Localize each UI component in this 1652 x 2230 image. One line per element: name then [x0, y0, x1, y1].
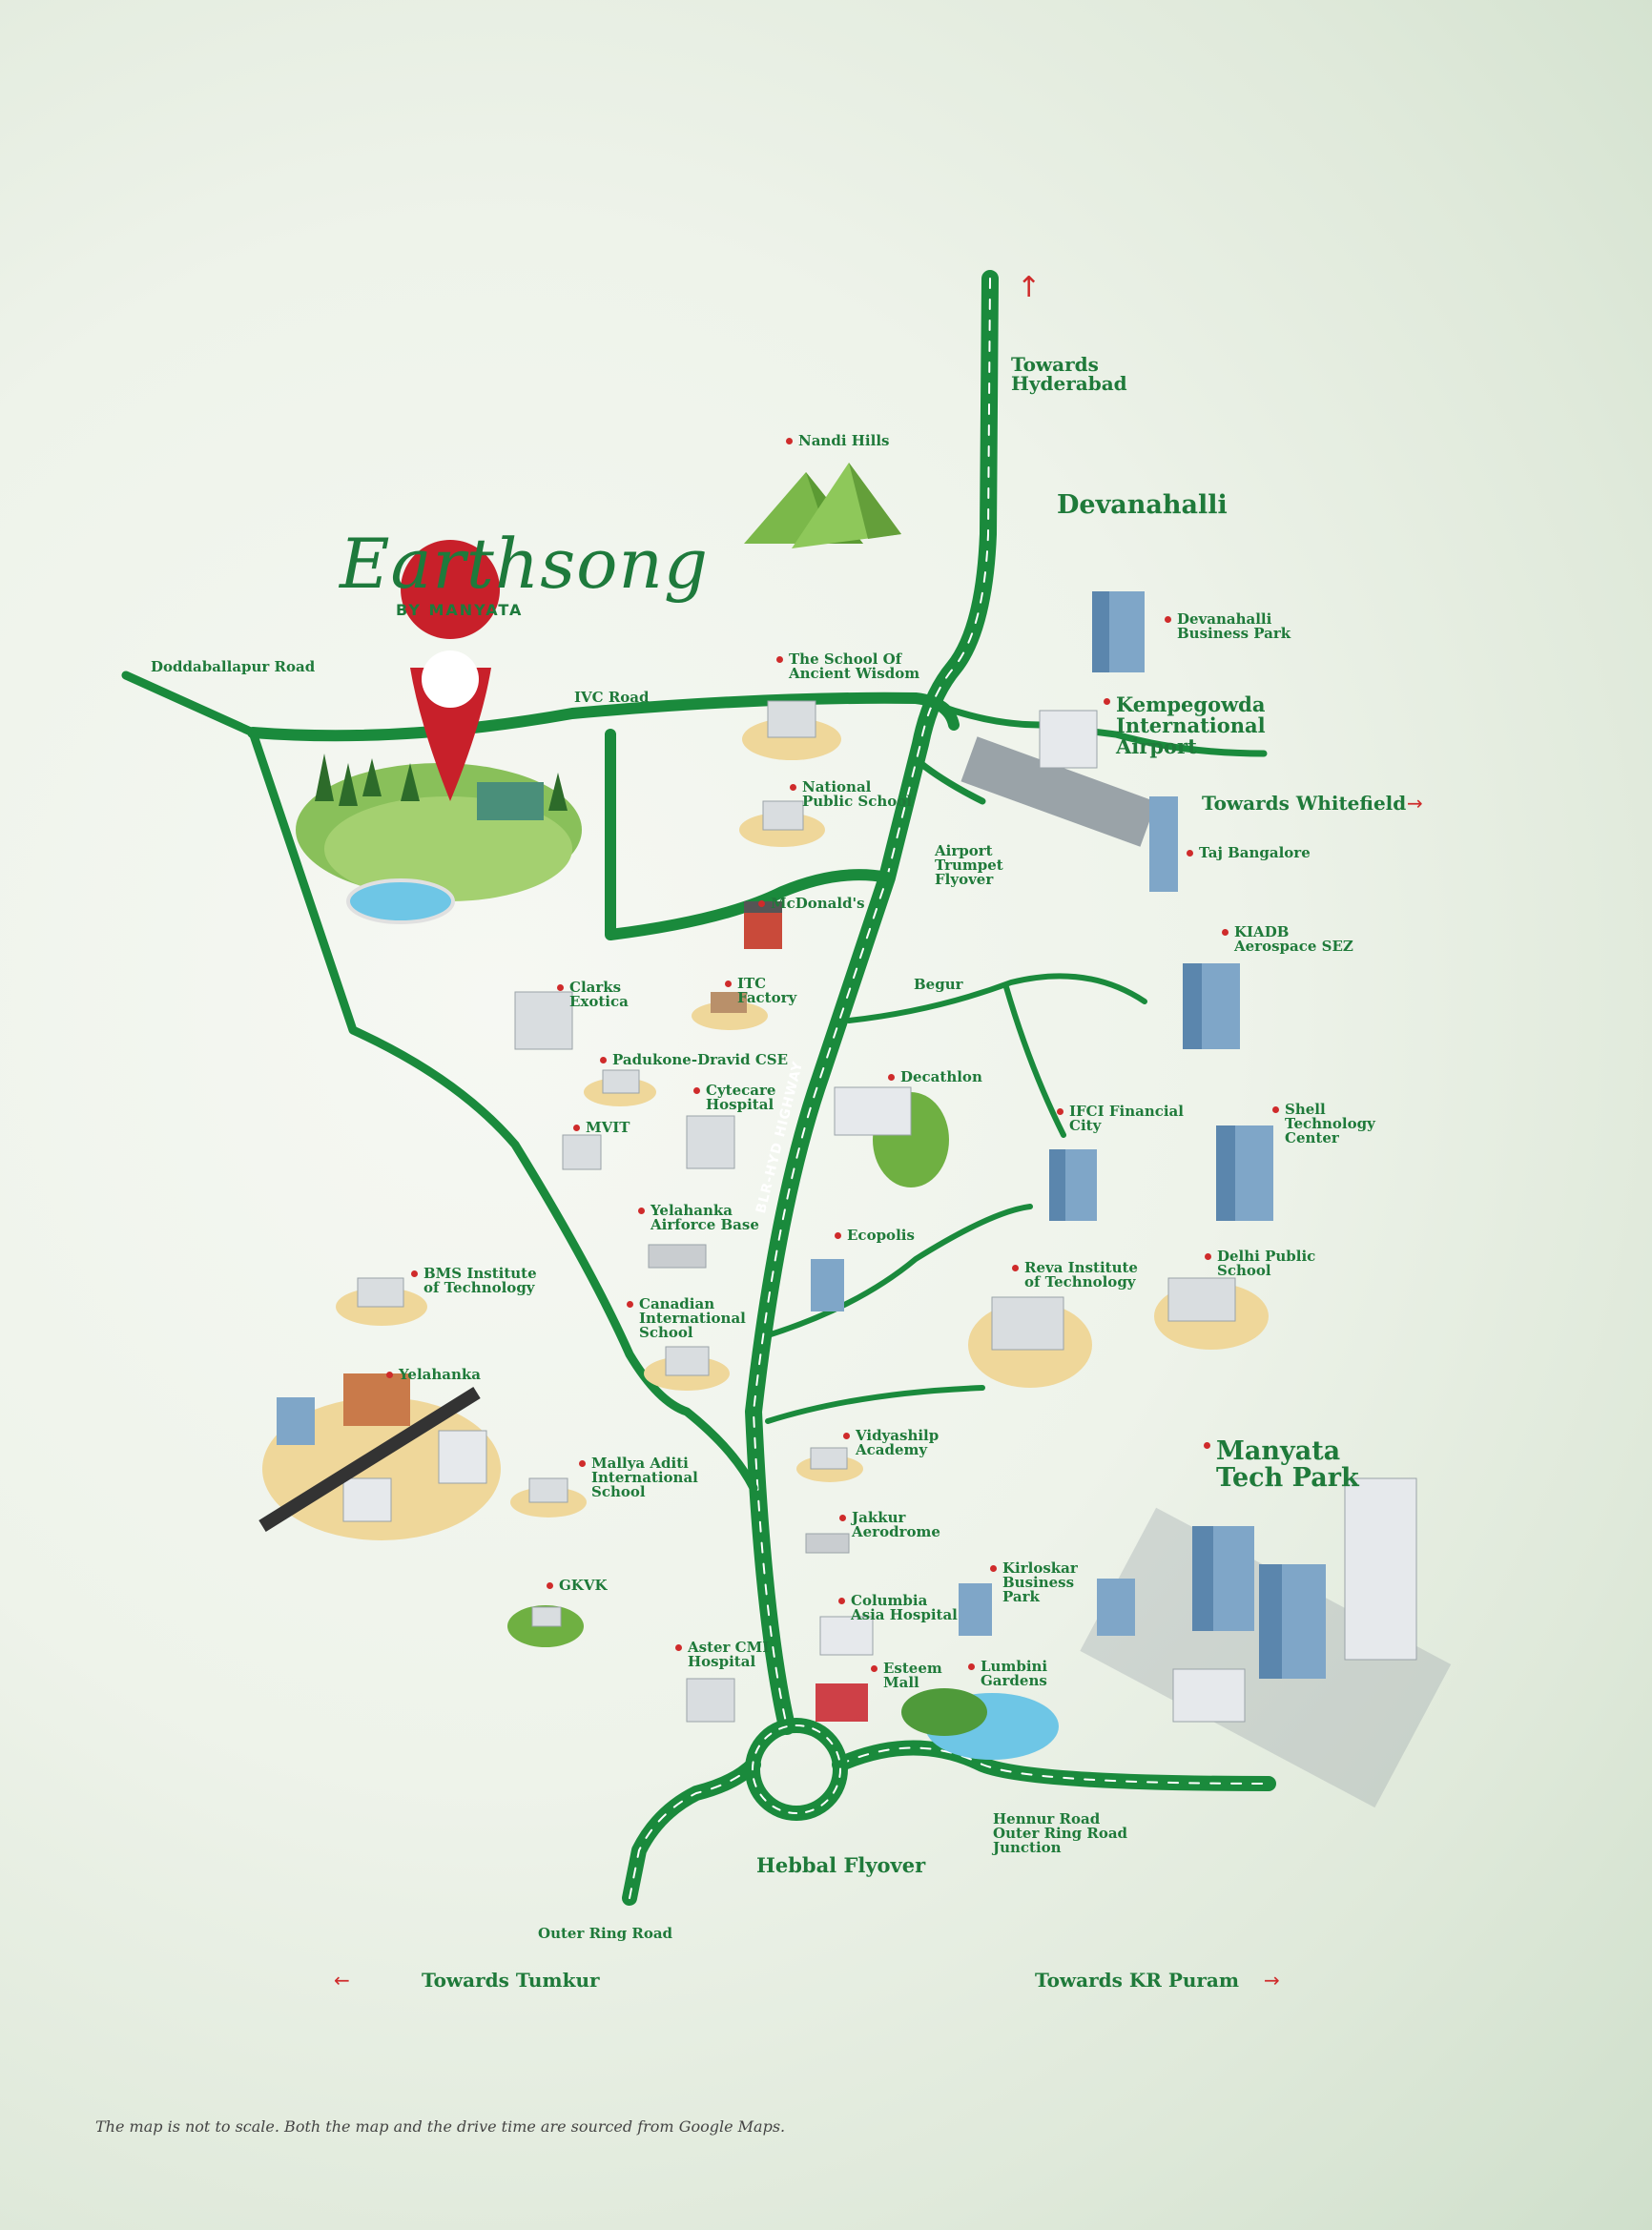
label-doddaballapur-road: Doddaballapur Road — [151, 658, 316, 675]
arrow-right-icon: → — [1264, 1969, 1280, 1992]
inner-loop-road — [605, 729, 893, 940]
outer-ring-road — [622, 1757, 761, 1906]
ivc-road — [247, 692, 960, 742]
nandi-hills-illustration — [744, 463, 901, 548]
begur-road — [846, 973, 1147, 1023]
place-delhi-public-school: Delhi Public School — [1204, 1248, 1316, 1279]
label-outer-ring-road: Outer Ring Road — [538, 1925, 673, 1942]
footnote: The map is not to scale. Both the map an… — [95, 2117, 786, 2136]
trumpet-branch — [917, 759, 986, 805]
label-towards-tumkur: Towards Tumkur — [422, 1969, 600, 1992]
place-kempegowda-airport: Kempegowda International Airport — [1104, 692, 1266, 758]
place-devanahalli-business-park: Devanahalli Business Park — [1164, 610, 1291, 642]
place-shell-technology: Shell Technology Center — [1272, 1101, 1375, 1146]
label-hennur-junction: Hennur Road Outer Ring Road Junction — [993, 1810, 1128, 1856]
label-ivc-road: IVC Road — [574, 689, 650, 706]
reva-road — [765, 1385, 985, 1424]
place-clarks-exotica: Clarks Exotica — [557, 979, 629, 1010]
place-yelahanka-airforce: Yelahanka Airforce Base — [638, 1202, 759, 1233]
place-itc-factory: ITC Factory — [724, 975, 797, 1006]
brand-byline: BY MANYATA — [396, 601, 524, 619]
label-begur: Begur — [914, 976, 963, 993]
airport-road — [936, 702, 1268, 757]
place-school-ancient-wisdom: The School Of Ancient Wisdom — [775, 650, 920, 682]
location-pin-icon — [401, 540, 501, 801]
label-devanahalli: Devanahalli — [1057, 490, 1228, 520]
place-aster-cmi: Aster CMI Hospital — [674, 1639, 770, 1670]
place-illustrations — [258, 591, 1452, 1808]
place-cytecare-hospital: Cytecare Hospital — [692, 1082, 776, 1113]
label-towards-whitefield: Towards Whitefield — [1202, 792, 1407, 815]
earthsong-site-illustration — [296, 754, 582, 924]
arrow-right-icon: → — [1407, 792, 1423, 815]
place-jakkur-aerodrome: Jakkur Aerodrome — [839, 1509, 940, 1540]
place-esteem-mall: Esteem Mall — [871, 1660, 942, 1691]
brand-logo: Earthsong — [340, 524, 709, 604]
ecopolis-road — [765, 1204, 1033, 1338]
label-trumpet-flyover: Airport Trumpet Flyover — [935, 842, 1003, 888]
label-towards-hyderabad: Towards Hyderabad — [1011, 353, 1127, 395]
arrow-up-icon: ↑ — [1017, 271, 1042, 304]
place-padukone-dravid: Padukone-Dravid CSE — [599, 1051, 789, 1068]
place-canadian-school: Canadian International School — [627, 1295, 746, 1341]
place-bms-institute: BMS Institute of Technology — [411, 1265, 537, 1296]
place-ecopolis: Ecopolis — [835, 1227, 915, 1244]
place-decathlon: Decathlon — [888, 1068, 982, 1085]
place-kirloskar-business-park: Kirloskar Business Park — [990, 1559, 1078, 1605]
place-yelahanka: Yelahanka — [385, 1366, 482, 1383]
label-towards-kr-puram: Towards KR Puram — [1035, 1969, 1240, 1992]
hennur-road — [832, 1740, 1276, 1791]
place-taj-bangalore: Taj Bangalore — [1187, 844, 1311, 861]
place-gkvk: GKVK — [547, 1577, 608, 1594]
place-kiadb-sez: KIADB Aerospace SEZ — [1222, 923, 1353, 955]
place-mallya-aditi: Mallya Aditi International School — [579, 1455, 698, 1500]
place-reva-institute: Reva Institute of Technology — [1012, 1259, 1138, 1291]
yelahanka-road — [248, 728, 758, 1493]
place-vidyashilp: Vidyashilp Academy — [842, 1427, 940, 1458]
label-hebbal-flyover: Hebbal Flyover — [756, 1853, 926, 1877]
place-lumbini-gardens: Lumbini Gardens — [967, 1658, 1048, 1689]
place-national-public-school: National Public School — [789, 778, 913, 810]
place-mcdonalds: McDonald's — [758, 895, 865, 912]
doddaballapur-road — [121, 671, 258, 737]
place-nandi-hills: Nandi Hills — [785, 432, 890, 449]
place-columbia-asia: Columbia Asia Hospital — [838, 1592, 958, 1623]
place-manyata-tech-park: Manyata Tech Park — [1204, 1436, 1359, 1493]
arrow-left-icon: ← — [334, 1969, 350, 1992]
place-mvit: MVIT — [572, 1119, 630, 1136]
place-ifci-financial-city: IFCI Financial City — [1057, 1103, 1184, 1134]
